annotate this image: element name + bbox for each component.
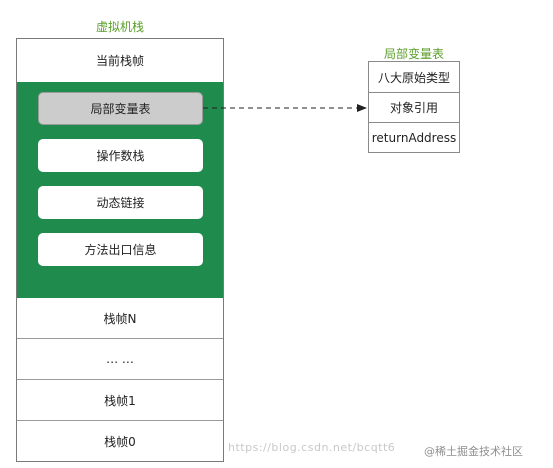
lvt-entry-primitive-types: 八大原始类型 bbox=[377, 70, 450, 85]
current-frame-label: 当前栈帧 bbox=[95, 54, 144, 68]
local-variable-table: 八大原始类型 对象引用 returnAddress bbox=[368, 61, 460, 153]
local-variable-table-title: 局部变量表 bbox=[383, 47, 444, 61]
stack-frame-1: 栈帧1 bbox=[17, 379, 223, 420]
url-watermark: https://blog.csdn.net/bcqtt6 bbox=[228, 441, 396, 454]
stack-frame-ellipsis: … … bbox=[17, 338, 223, 379]
lvt-entry-object-reference: 对象引用 bbox=[369, 92, 459, 122]
stack-frame-0: 栈帧0 bbox=[17, 420, 223, 461]
frame-part-return-address-info: 方法出口信息 bbox=[38, 233, 203, 266]
jvm-stack-title: 虚拟机栈 bbox=[95, 20, 144, 34]
current-frame-body: 局部变量表 操作数栈 动态链接 方法出口信息 bbox=[17, 82, 223, 298]
frame-part-local-variable-table[interactable]: 局部变量表 bbox=[38, 92, 203, 125]
frame-part-dynamic-linking: 动态链接 bbox=[38, 186, 203, 219]
jvm-stack: 当前栈帧 局部变量表 操作数栈 动态链接 方法出口信息 栈帧N … … 栈帧1 … bbox=[16, 38, 224, 462]
frame-part-operand-stack: 操作数栈 bbox=[38, 139, 203, 172]
lvt-entry-return-address: returnAddress bbox=[369, 122, 459, 152]
brand-watermark: @稀土掘金技术社区 bbox=[424, 445, 523, 458]
stack-frame-n: 栈帧N bbox=[103, 311, 137, 326]
